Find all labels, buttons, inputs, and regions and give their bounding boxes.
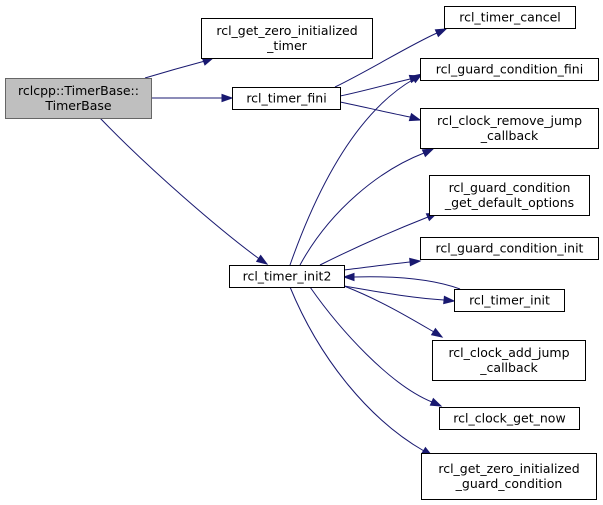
node-label-line: rcl_guard_condition <box>449 180 571 195</box>
node-timer_init[interactable]: rcl_timer_init <box>454 289 565 312</box>
node-label-line: rcl_clock_get_now <box>453 411 565 426</box>
node-label-line: rcl_timer_init <box>469 293 550 308</box>
node-box <box>454 289 565 312</box>
node-label-line: _guard_condition <box>455 476 563 491</box>
node-label-line: _timer <box>266 38 307 53</box>
node-box <box>232 87 341 110</box>
edge-timer_init2-to-timer_init <box>343 285 456 305</box>
edge-line <box>299 148 434 266</box>
node-box <box>201 18 373 59</box>
node-clock_remove[interactable]: rcl_clock_remove_jump_callback <box>420 108 599 149</box>
edge-line <box>319 212 438 266</box>
edge-timerbase-to-get_zero_timer <box>144 57 215 79</box>
node-box <box>421 453 597 500</box>
node-get_zero_timer[interactable]: rcl_get_zero_initialized_timer <box>201 18 373 59</box>
node-label-line: rcl_clock_add_jump <box>448 345 569 360</box>
arrow-head-icon <box>430 327 444 338</box>
edge-timer_init2-to-guard_init <box>343 257 422 271</box>
edge-timer_init-to-timer_init2 <box>342 272 461 290</box>
node-label-line: _callback <box>479 360 538 375</box>
edge-timer_init2-to-get_zero_guard <box>289 286 434 457</box>
arrow-head-icon <box>443 295 456 305</box>
node-label-line: rclcpp::TimerBase:: <box>18 83 139 98</box>
node-label-line: rcl_get_zero_initialized <box>438 461 579 476</box>
edge-timerbase-to-timer_fini <box>151 93 234 103</box>
node-box <box>439 407 580 430</box>
node-timer_fini[interactable]: rcl_timer_fini <box>232 87 341 110</box>
edge-line <box>339 101 421 121</box>
node-label-line: rcl_timer_cancel <box>459 10 561 25</box>
node-box <box>420 237 599 260</box>
arrow-head-icon <box>434 28 448 38</box>
node-label-line: rcl_guard_condition_init <box>436 241 584 256</box>
edge-timer_init2-to-guard_default <box>319 212 439 266</box>
edge-line <box>344 276 461 290</box>
node-clock_add[interactable]: rcl_clock_add_jump_callback <box>432 340 586 381</box>
node-timerbase[interactable]: rclcpp::TimerBase::TimerBase <box>5 78 152 119</box>
edge-timer_init2-to-clock_remove <box>299 148 435 266</box>
node-timer_cancel[interactable]: rcl_timer_cancel <box>444 6 576 29</box>
node-box <box>420 58 599 81</box>
arrow-head-icon <box>409 257 422 267</box>
edge-timer_fini-to-timer_cancel <box>334 28 448 88</box>
node-label-line: rcl_timer_init2 <box>243 269 332 284</box>
node-box <box>429 175 590 216</box>
arrow-head-icon <box>421 148 435 158</box>
arrow-head-icon <box>221 93 234 103</box>
edge-line <box>99 117 268 265</box>
node-get_zero_guard[interactable]: rcl_get_zero_initialized_guard_condition <box>421 453 597 500</box>
node-box <box>432 340 586 381</box>
arrow-head-icon <box>342 272 355 282</box>
edge-line <box>343 285 455 302</box>
edge-line <box>339 75 421 97</box>
edge-timerbase-to-timer_init2 <box>99 117 269 265</box>
node-label-line: _get_default_options <box>444 195 574 210</box>
edge-line <box>309 286 442 407</box>
edge-line <box>343 285 443 338</box>
node-box <box>5 78 152 119</box>
node-guard_default[interactable]: rcl_guard_condition_get_default_options <box>429 175 590 216</box>
edge-line <box>289 73 423 266</box>
node-box <box>444 6 576 29</box>
edge-timer_fini-to-clock_remove <box>339 101 422 122</box>
arrow-head-icon <box>201 57 215 66</box>
arrow-head-icon <box>410 73 424 84</box>
node-label-line: rcl_guard_condition_fini <box>436 62 583 77</box>
node-label-line: rcl_clock_remove_jump <box>437 113 582 128</box>
node-guard_fini[interactable]: rcl_guard_condition_fini <box>420 58 599 81</box>
node-clock_now[interactable]: rcl_clock_get_now <box>439 407 580 430</box>
edge-line <box>334 28 447 88</box>
node-label-line: TimerBase <box>44 98 111 113</box>
edges-layer <box>99 28 461 457</box>
edge-timer_init2-to-clock_now <box>309 286 443 407</box>
node-guard_init[interactable]: rcl_guard_condition_init <box>420 237 599 260</box>
edge-timer_init2-to-clock_add <box>343 285 444 338</box>
node-label-line: _callback <box>480 128 539 143</box>
edge-timer_init2-to-guard_fini <box>289 73 424 266</box>
node-label-line: rcl_get_zero_initialized <box>216 23 357 38</box>
arrow-head-icon <box>429 397 443 407</box>
nodes-layer: rclcpp::TimerBase::TimerBasercl_get_zero… <box>5 6 599 500</box>
edge-line <box>289 286 433 457</box>
node-box <box>420 108 599 149</box>
node-label-line: rcl_timer_fini <box>246 91 326 106</box>
edge-line <box>144 57 214 79</box>
arrow-head-icon <box>408 112 422 122</box>
node-timer_init2[interactable]: rcl_timer_init2 <box>229 265 345 288</box>
arrow-head-icon <box>255 254 269 265</box>
node-box <box>229 265 345 288</box>
edge-line <box>343 260 421 271</box>
